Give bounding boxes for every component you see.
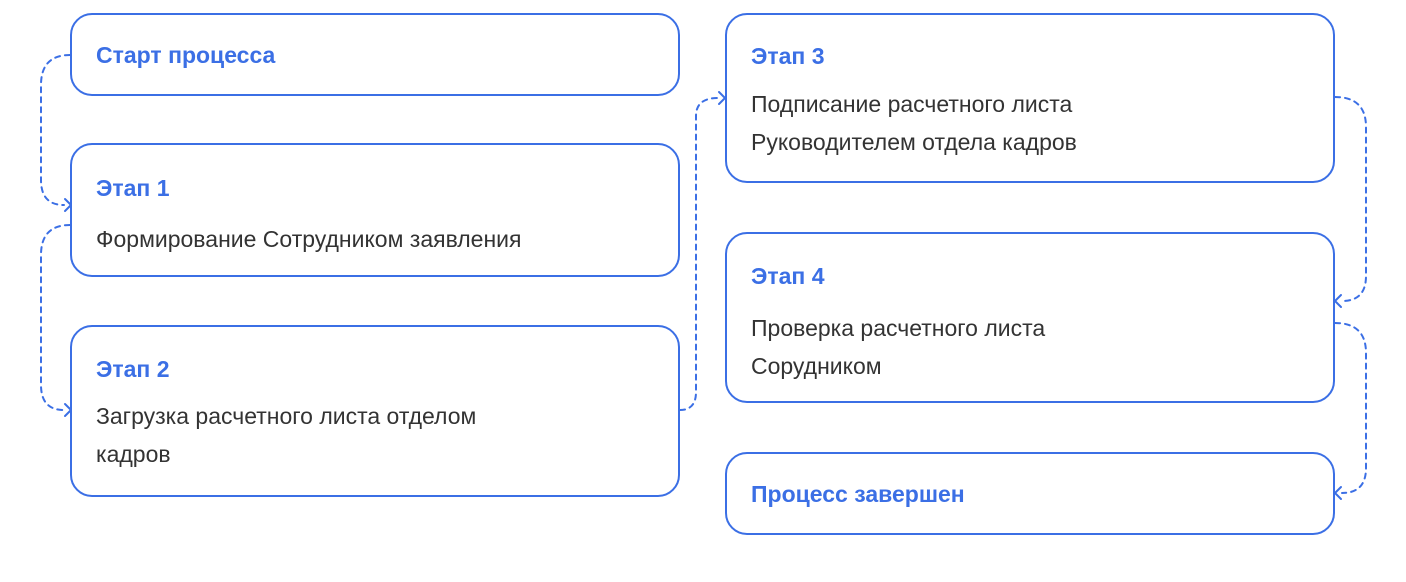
step-3-title: Этап 3 bbox=[751, 43, 825, 69]
step-end-box: Процесс завершен bbox=[725, 452, 1335, 535]
connector-stage3-to-stage4 bbox=[1334, 96, 1367, 302]
step-1-description: Формирование Сотрудником заявления bbox=[96, 226, 522, 252]
step-2-title: Этап 2 bbox=[96, 356, 170, 382]
step-2-description: Загрузка расчетного листа отделом кадров bbox=[96, 403, 477, 467]
arrowhead-stage4 bbox=[1334, 294, 1342, 308]
connector-stage1-to-stage2 bbox=[40, 224, 71, 411]
connector-stage4-to-end bbox=[1334, 322, 1367, 494]
step-4-title: Этап 4 bbox=[751, 263, 825, 289]
step-2-box: Этап 2 Загрузка расчетного листа отделом… bbox=[70, 325, 680, 497]
arrowhead-end bbox=[1334, 486, 1342, 500]
step-start-box: Старт процесса bbox=[70, 13, 680, 96]
step-3-description: Подписание расчетного листа Руководителе… bbox=[751, 91, 1077, 155]
step-1-box: Этап 1 Формирование Сотрудником заявлени… bbox=[70, 143, 680, 277]
step-4-box: Этап 4 Проверка расчетного листа Сорудни… bbox=[725, 232, 1335, 403]
step-3-box: Этап 3 Подписание расчетного листа Руков… bbox=[725, 13, 1335, 183]
step-1-title: Этап 1 bbox=[96, 175, 170, 201]
step-4-description: Проверка расчетного листа Сорудником bbox=[751, 315, 1046, 379]
step-start-title: Старт процесса bbox=[96, 42, 276, 68]
connector-stage2-to-stage3 bbox=[679, 97, 719, 411]
step-end-title: Процесс завершен bbox=[751, 481, 965, 507]
connector-start-to-stage1 bbox=[40, 54, 71, 206]
